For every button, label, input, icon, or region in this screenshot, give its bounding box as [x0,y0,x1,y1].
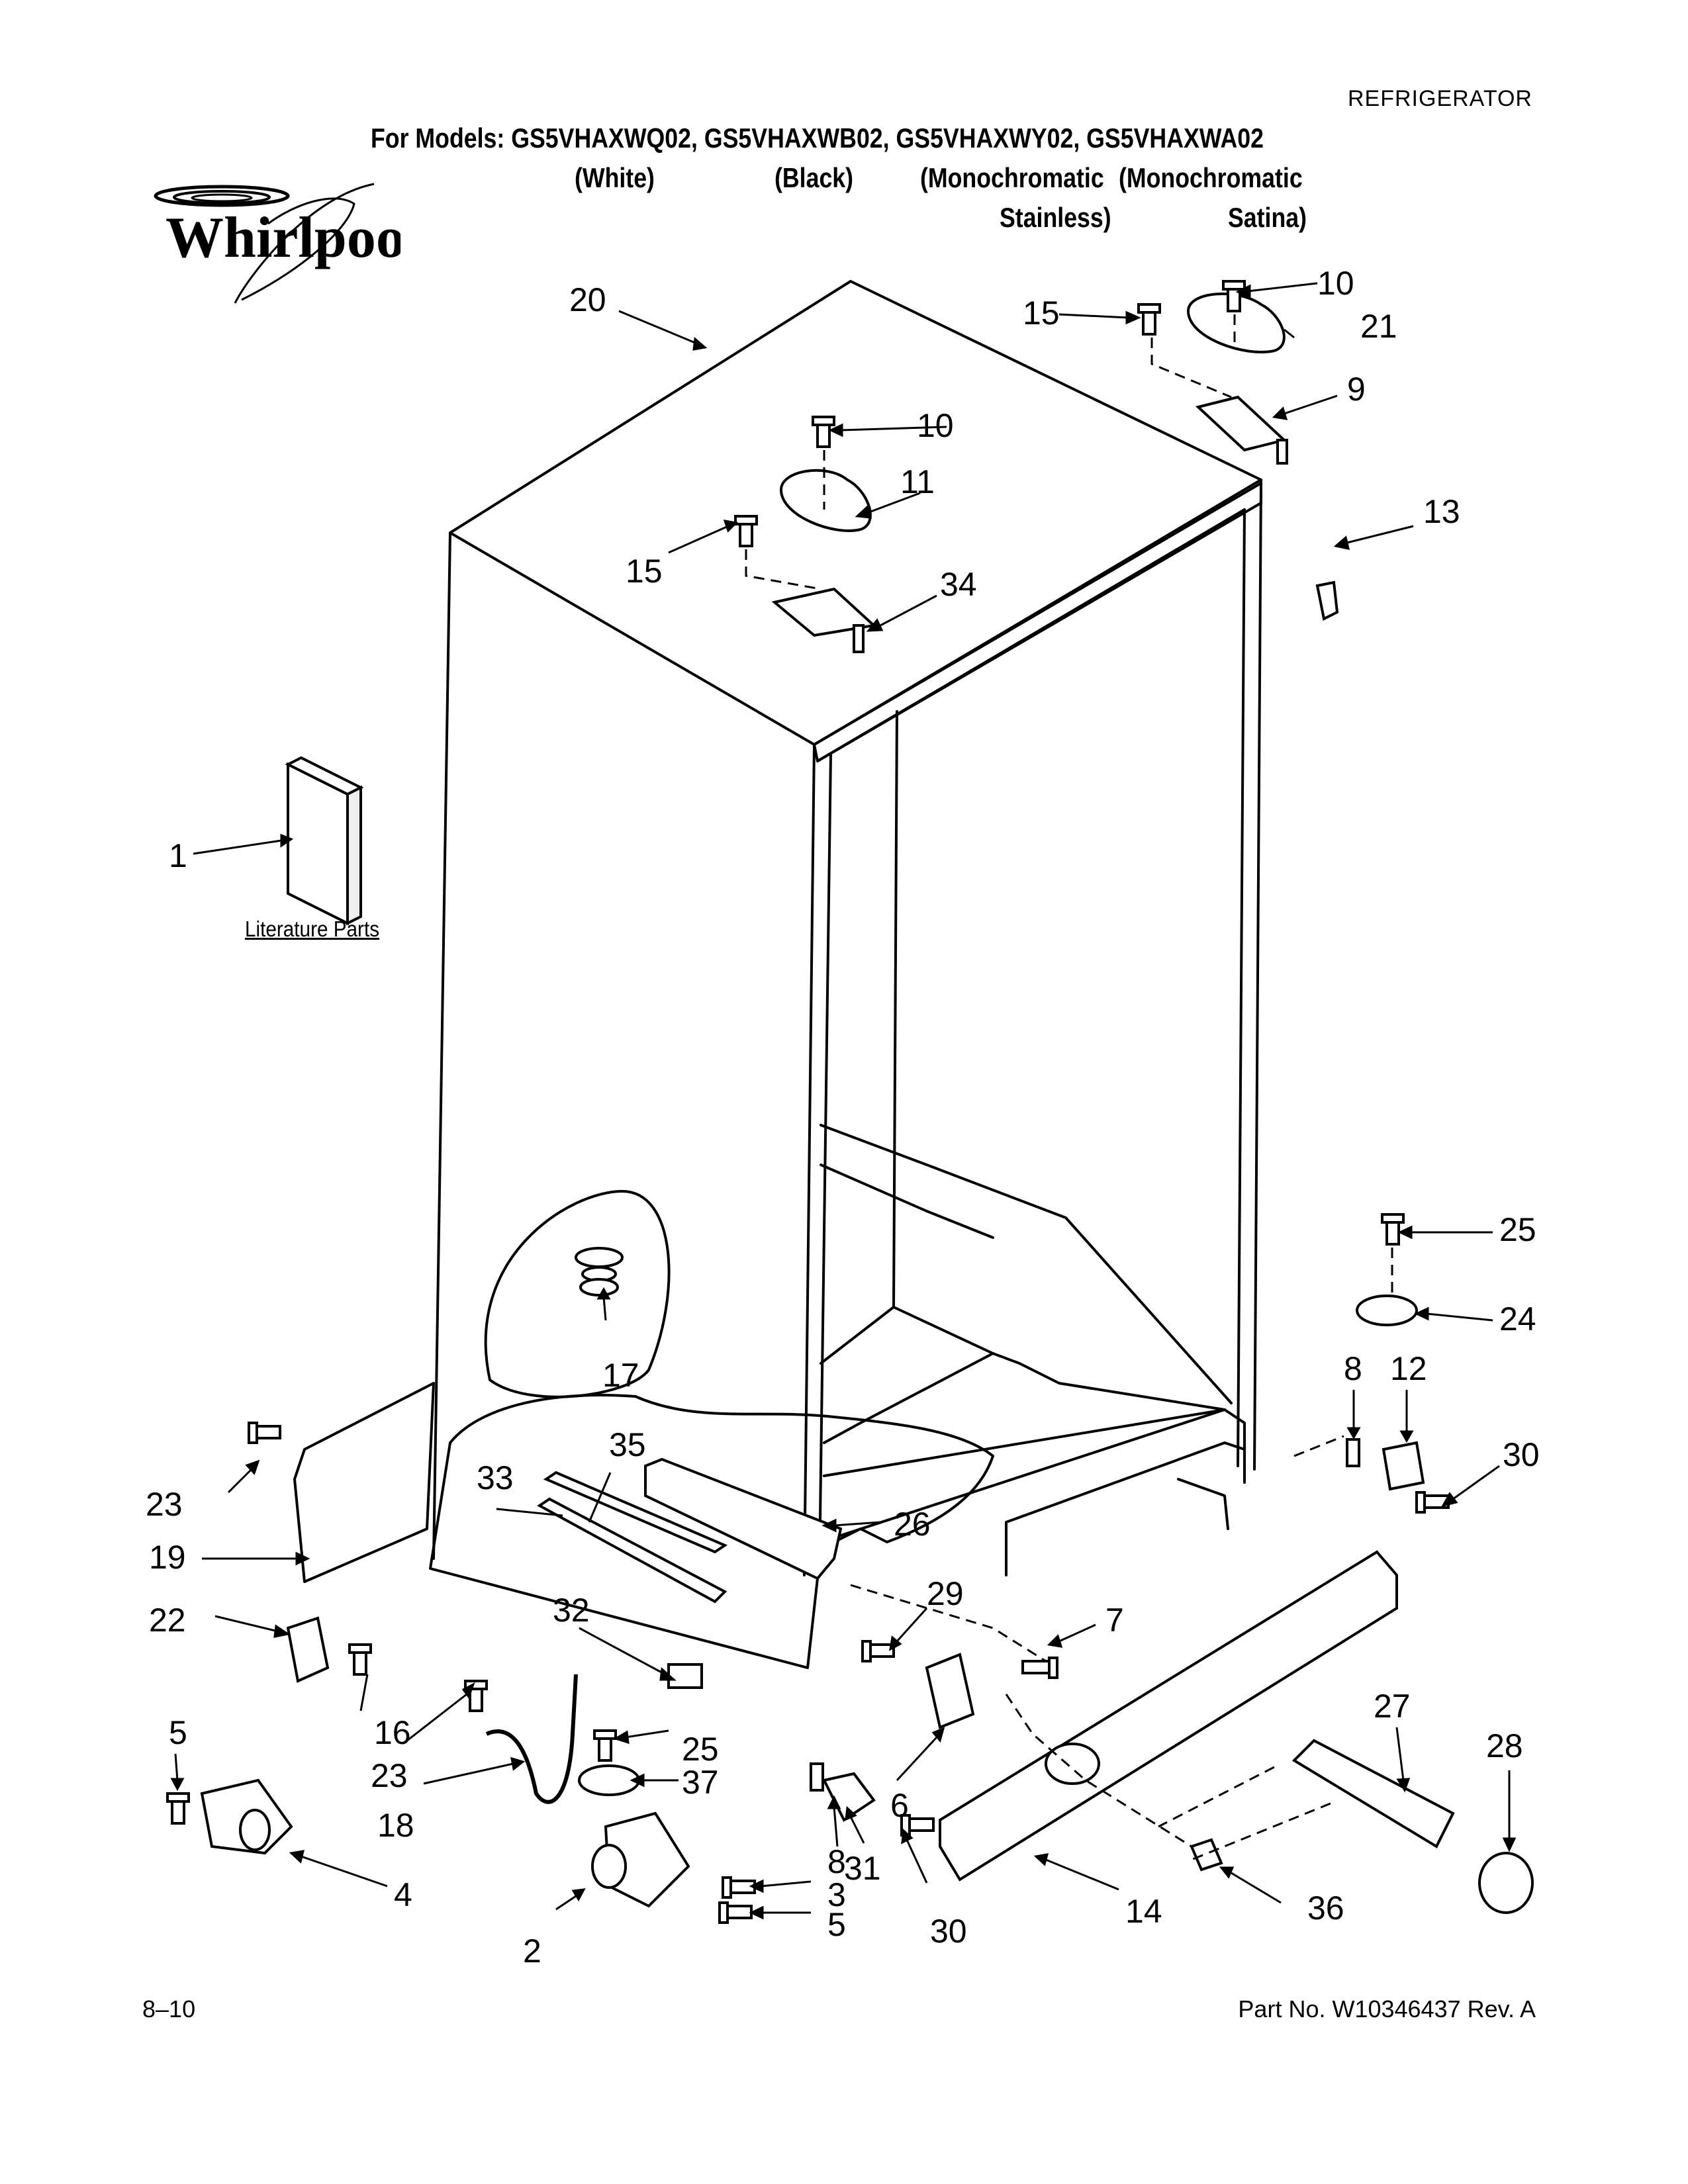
callout-10-top: 10 [1317,265,1354,302]
callout-25-mid: 25 [682,1731,719,1768]
callout-5-right: 5 [827,1906,846,1943]
callout-23-mid: 23 [371,1757,408,1794]
grille-plate [293,1382,435,1583]
hinge-cover-11 [779,469,872,532]
variant-mono-stainless-2: Stainless) [1000,202,1111,233]
literature-parts-label: Literature Parts [245,917,380,941]
filter-bypass-36 [1190,1838,1223,1872]
callout-17: 17 [602,1357,639,1394]
callout-11: 11 [900,463,935,500]
callout-15-top: 15 [1023,295,1060,332]
callout-5-left: 5 [169,1714,187,1751]
variant-mono-satina-1: (Monochromatic [1119,162,1303,193]
callout-12: 12 [1390,1350,1427,1387]
variant-black: (Black) [774,162,854,193]
callout-19: 19 [149,1539,186,1576]
whirlpool-logo: Whirlpool [154,183,400,304]
callout-9: 9 [1347,371,1366,408]
page-number: 8–10 [142,1995,196,2023]
callout-1: 1 [169,837,187,874]
tube-33 [537,1497,727,1604]
hinge-pin-9 [1276,439,1288,465]
part-number: Part No. W10346437 Rev. A [1238,1995,1536,2023]
filter-cap-28 [1478,1852,1534,1914]
callout-8-right: 8 [1344,1350,1362,1387]
callout-29: 29 [927,1575,964,1612]
callout-20: 20 [569,281,606,318]
clip-32 [667,1663,703,1689]
hinge-pin-34 [853,624,865,653]
water-filter-27 [1291,1739,1455,1848]
alignment-lines [745,314,1393,1861]
callout-13: 13 [1423,493,1460,530]
callout-33: 33 [477,1459,514,1496]
callout-8-left: 8 [827,1843,846,1880]
hinge-9 [1195,395,1288,452]
callout-2: 2 [523,1933,541,1970]
clip-8-right [1346,1438,1360,1467]
callout-16: 16 [374,1714,411,1751]
callout-24: 24 [1499,1300,1536,1338]
part-glyphs [166,280,1534,1924]
callout-30-right: 30 [1503,1436,1540,1473]
cabinet-outline [432,280,1262,1576]
callout-23-left: 23 [146,1486,183,1523]
filter-port [1045,1743,1100,1785]
variant-mono-satina-2: Satina) [1228,202,1307,233]
callout-27: 27 [1374,1688,1411,1725]
callout-26: 26 [894,1506,931,1543]
callout-31: 31 [844,1850,881,1887]
callout-36: 36 [1307,1889,1344,1927]
callout-35: 35 [609,1426,646,1463]
callout-37: 37 [682,1764,719,1801]
callout-28: 28 [1486,1727,1523,1764]
grommet-17 [575,1247,624,1268]
clip-13 [1315,580,1339,621]
callout-14: 14 [1125,1893,1162,1930]
callout-30-left: 30 [930,1913,967,1950]
leveling-plate-24 [1356,1295,1418,1326]
logo-wordmark: Whirlpool [165,206,400,270]
callout-25-right: 25 [1499,1211,1536,1248]
models-line: For Models: GS5VHAXWQ02, GS5VHAXWB02, GS… [371,122,1264,154]
bracket-12 [1382,1441,1425,1491]
clip-8-left [810,1762,824,1792]
bracket-6 [925,1653,975,1729]
callout-7: 7 [1105,1602,1124,1639]
leader-arrows [170,282,1517,1920]
variant-mono-stainless-1: (Monochromatic [920,162,1104,193]
callout-10-mid: 10 [917,407,954,444]
water-valve-26 [644,1457,843,1580]
callout-22: 22 [149,1602,186,1639]
bracket-22 [286,1616,330,1683]
callout-18: 18 [377,1807,414,1844]
hinge-cover-21 [1186,293,1286,353]
callout-15-mid: 15 [626,553,663,590]
callout-3: 3 [827,1876,846,1913]
base-grille-14 [939,1550,1398,1882]
variant-white: (White) [575,162,655,193]
callout-4: 4 [394,1876,412,1913]
water-line-18 [485,1674,578,1804]
tube-35 [543,1471,728,1554]
literature-book-icon [285,756,364,926]
callout-6: 6 [890,1787,909,1824]
callout-32: 32 [553,1592,590,1629]
document-category: REFRIGERATOR [1348,86,1532,111]
inset-detail-outline [484,1190,671,1398]
callout-21: 21 [1360,308,1397,345]
callout-34: 34 [940,566,977,603]
